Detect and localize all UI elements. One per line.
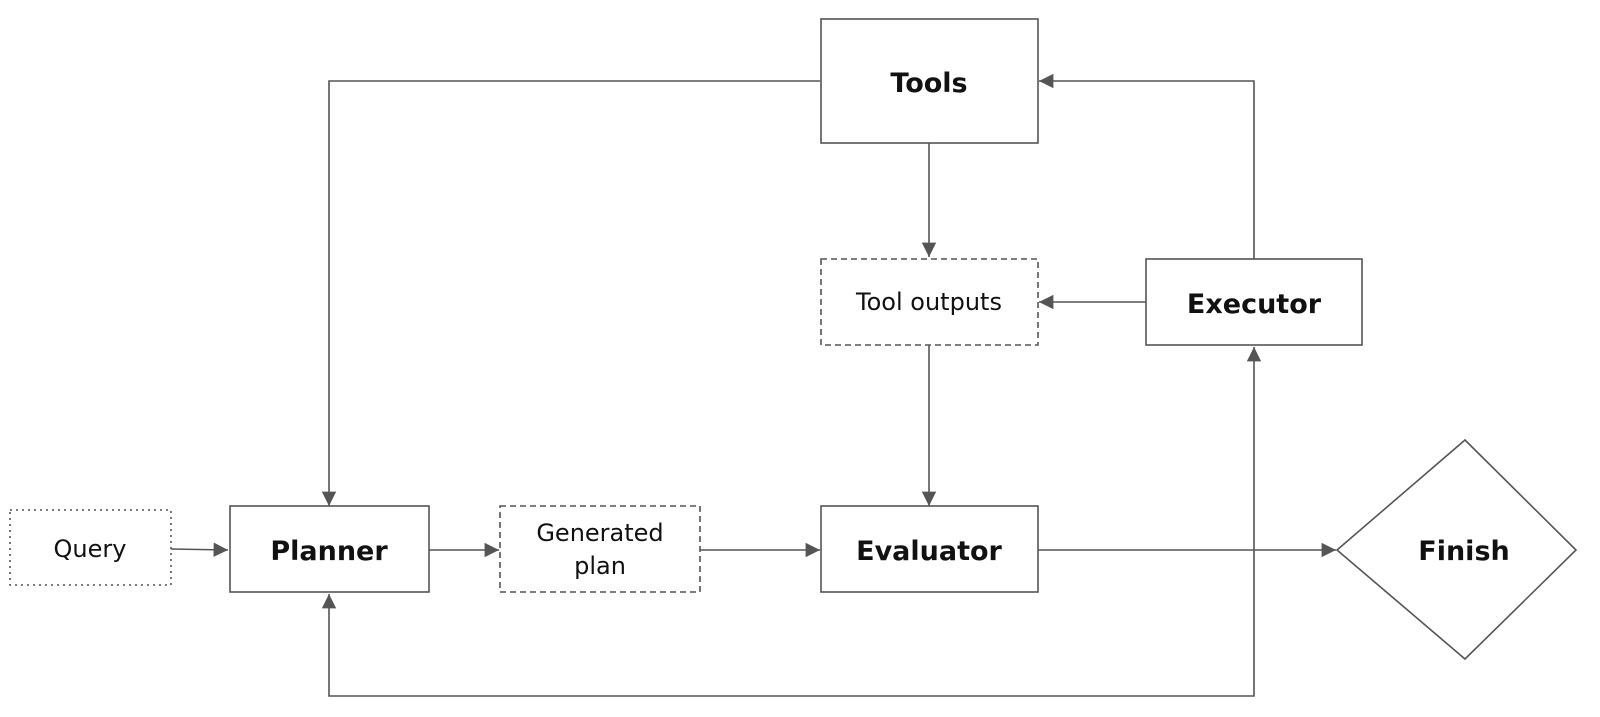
- edge-loop-to-executor: [321, 347, 1262, 697]
- executor-label: Executor: [1187, 289, 1322, 320]
- tools-label: Tools: [890, 68, 967, 99]
- planner-node: Planner: [229, 505, 430, 593]
- tools-node: Tools: [820, 18, 1039, 144]
- tool-outputs-label: Tool outputs: [855, 288, 1002, 316]
- finish-node: Finish: [1335, 438, 1578, 661]
- generated-plan-label-line1: Generated: [536, 519, 663, 547]
- generated-plan-node: Generated plan: [499, 505, 701, 593]
- edge-executor-to-tools: [1039, 73, 1255, 259]
- generated-plan-label-line2: plan: [574, 552, 626, 580]
- executor-node: Executor: [1145, 258, 1363, 346]
- evaluator-node: Evaluator: [820, 505, 1039, 593]
- query-node: Query: [9, 509, 172, 586]
- query-label: Query: [54, 535, 127, 563]
- edge-tools-to-planner: [321, 80, 820, 506]
- planner-label: Planner: [270, 536, 388, 567]
- evaluator-label: Evaluator: [856, 536, 1002, 567]
- finish-label: Finish: [1418, 536, 1509, 567]
- tool-outputs-node: Tool outputs: [820, 258, 1039, 346]
- edge-query-to-planner: [170, 542, 229, 557]
